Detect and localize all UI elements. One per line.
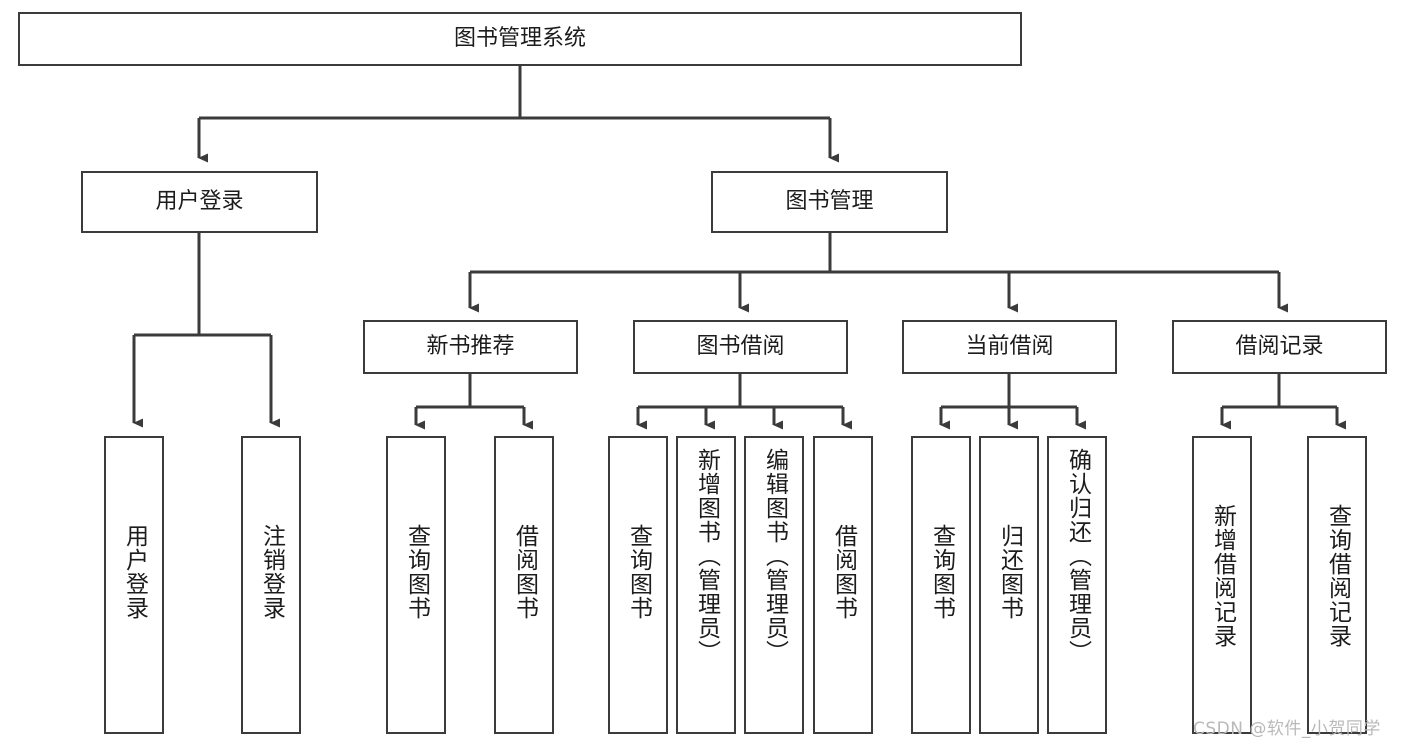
node-new-book-rec-label: 新书推荐	[426, 334, 515, 360]
node-leaf-borrow-book-2[interactable]: 借阅图书	[813, 436, 873, 734]
node-leaf-borrow-book-2-label: 借阅图书	[830, 524, 857, 620]
node-leaf-add-book[interactable]: 新增图书（管理员）	[676, 436, 736, 734]
node-leaf-query-book-1-label: 查询图书	[403, 524, 430, 620]
node-user-login-label: 用户登录	[155, 189, 244, 215]
node-root-label: 图书管理系统	[453, 26, 586, 52]
node-leaf-user-login-label: 用户登录	[121, 524, 148, 620]
node-leaf-user-login[interactable]: 用户登录	[104, 436, 164, 734]
node-user-login[interactable]: 用户登录	[81, 171, 318, 233]
node-leaf-return-book-label: 归还图书	[996, 524, 1023, 620]
node-new-book-rec[interactable]: 新书推荐	[363, 320, 578, 374]
node-leaf-add-record-label: 新增借阅记录	[1209, 504, 1236, 648]
node-leaf-add-record[interactable]: 新增借阅记录	[1192, 436, 1252, 734]
node-leaf-query-book-3[interactable]: 查询图书	[911, 436, 971, 734]
node-leaf-borrow-book-1[interactable]: 借阅图书	[494, 436, 554, 734]
node-book-borrow[interactable]: 图书借阅	[633, 320, 848, 374]
node-leaf-query-record[interactable]: 查询借阅记录	[1307, 436, 1367, 734]
node-leaf-return-book[interactable]: 归还图书	[979, 436, 1039, 734]
node-leaf-add-book-label: 新增图书（管理员）	[693, 448, 720, 664]
node-leaf-edit-book[interactable]: 编辑图书（管理员）	[744, 436, 804, 734]
node-book-borrow-label: 图书借阅	[696, 334, 785, 360]
node-leaf-query-book-1[interactable]: 查询图书	[386, 436, 446, 734]
node-leaf-confirm-return[interactable]: 确认归还（管理员）	[1047, 436, 1107, 734]
node-leaf-query-book-2-label: 查询图书	[625, 524, 652, 620]
node-book-manage[interactable]: 图书管理	[711, 171, 948, 233]
node-leaf-logout-label: 注销登录	[258, 524, 285, 620]
csdn-watermark: CSDN @软件_小贺同学	[1193, 719, 1381, 739]
node-borrow-record[interactable]: 借阅记录	[1172, 320, 1387, 374]
node-leaf-query-book-2[interactable]: 查询图书	[608, 436, 668, 734]
node-leaf-query-book-3-label: 查询图书	[928, 524, 955, 620]
node-leaf-logout[interactable]: 注销登录	[241, 436, 301, 734]
node-current-borrow[interactable]: 当前借阅	[902, 320, 1117, 374]
node-root[interactable]: 图书管理系统	[18, 12, 1022, 66]
node-leaf-borrow-book-1-label: 借阅图书	[511, 524, 538, 620]
node-leaf-edit-book-label: 编辑图书（管理员）	[761, 448, 788, 664]
node-book-manage-label: 图书管理	[785, 189, 874, 215]
node-leaf-confirm-return-label: 确认归还（管理员）	[1064, 448, 1091, 664]
node-leaf-query-record-label: 查询借阅记录	[1324, 504, 1351, 648]
node-borrow-record-label: 借阅记录	[1235, 334, 1324, 360]
node-current-borrow-label: 当前借阅	[965, 334, 1054, 360]
